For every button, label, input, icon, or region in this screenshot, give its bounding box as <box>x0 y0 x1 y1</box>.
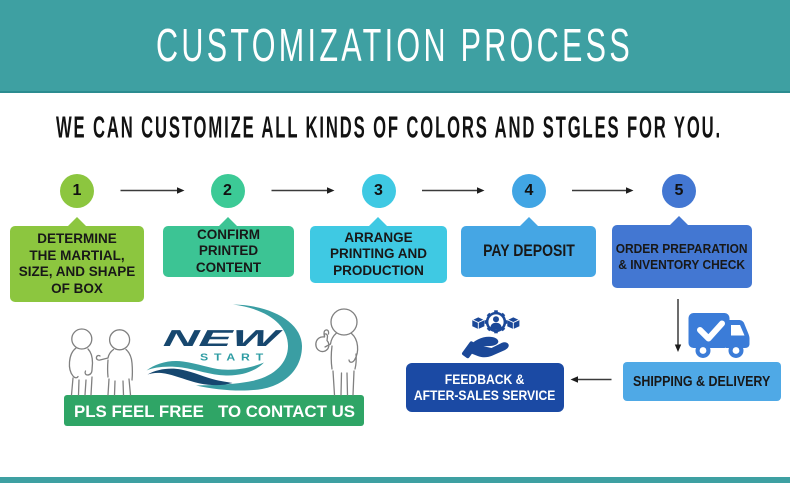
svg-text:START: START <box>200 352 269 364</box>
svg-text:PLS FEEL FREE TO CONTACT US: PLS FEEL FREE TO CONTACT US <box>74 402 355 421</box>
svg-text:WE CAN CUSTOMIZE ALL KINDS OF: WE CAN CUSTOMIZE ALL KINDS OF COLORS AND… <box>56 110 722 145</box>
svg-text:NEW: NEW <box>162 325 285 351</box>
svg-text:CUSTOMIZATION PROCESS: CUSTOMIZATION PROCESS <box>156 19 633 71</box>
